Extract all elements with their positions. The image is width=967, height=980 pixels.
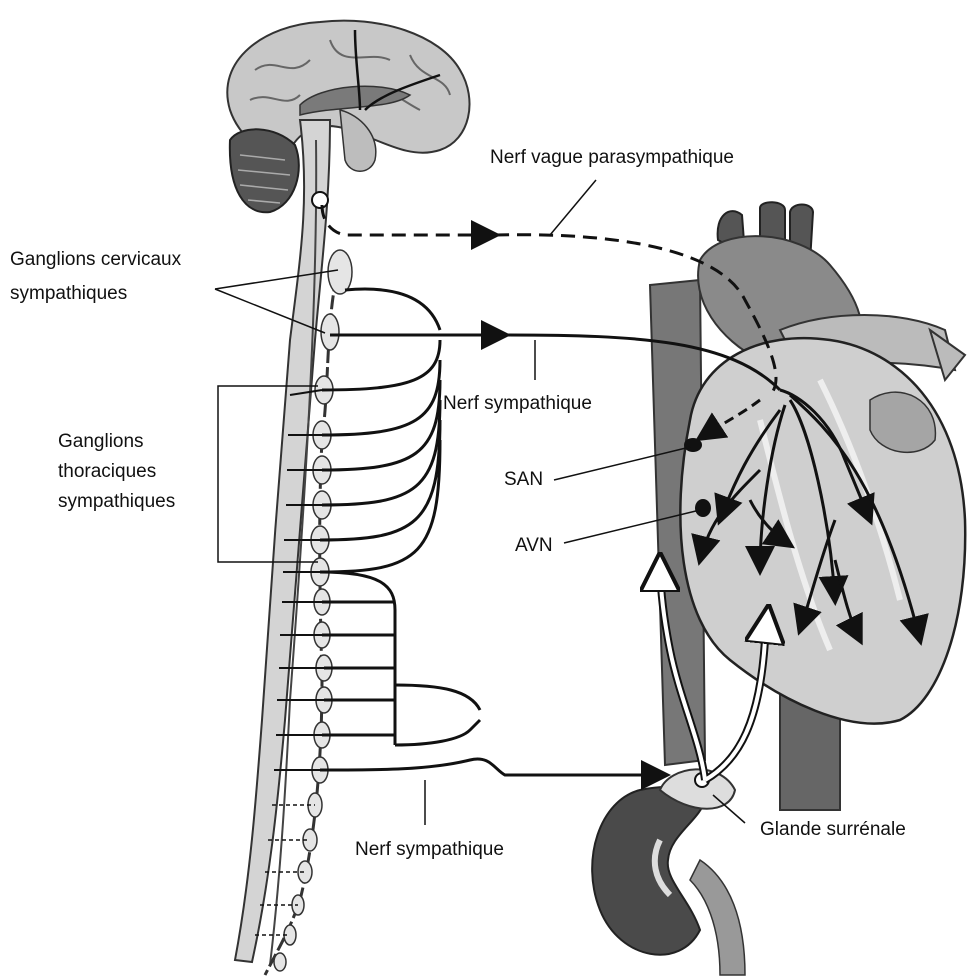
brain-icon: [227, 21, 469, 213]
avn-node: [695, 499, 711, 517]
thoracic-ganglia-label-line1: Ganglions: [58, 430, 144, 454]
avn-label: AVN: [515, 534, 553, 558]
vagus-nerve-label: Nerf vague parasympathique: [490, 146, 734, 170]
spinal-cord-icon: [235, 120, 352, 975]
kidney-icon: [592, 769, 745, 975]
adrenal-gland-label: Glande surrénale: [760, 818, 906, 842]
cervical-ganglia-label-line1: Ganglions cervicaux: [10, 248, 181, 272]
sympathetic-nerve-lower-label: Nerf sympathique: [355, 838, 504, 862]
thoracic-ganglia-label-line2: thoraciques: [58, 460, 156, 484]
thoracic-ganglia-label-line3: sympathiques: [58, 490, 175, 514]
sympathetic-nerve-upper-label: Nerf sympathique: [443, 392, 592, 416]
san-node: [684, 438, 702, 452]
san-label: SAN: [504, 468, 543, 492]
cervical-ganglia-label-line2: sympathiques: [10, 282, 127, 306]
